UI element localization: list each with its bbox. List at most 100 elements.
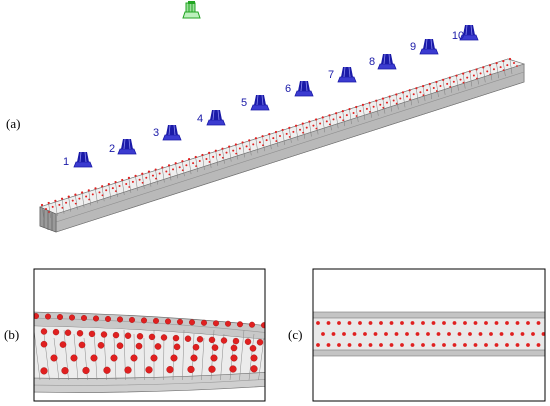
panel-b-tracking-points xyxy=(34,313,265,375)
tracking-point xyxy=(368,321,373,325)
tracking-point xyxy=(499,332,504,336)
panel-label-b: (b) xyxy=(4,327,19,342)
tracking-point xyxy=(168,173,171,176)
blue-camera-icon xyxy=(419,38,439,55)
support-line xyxy=(81,193,85,208)
tracking-point xyxy=(101,194,104,197)
tracking-point xyxy=(261,322,265,329)
tracking-point xyxy=(234,143,237,146)
tracking-point xyxy=(401,91,405,94)
tracking-point xyxy=(302,131,304,134)
tracking-point xyxy=(452,80,455,83)
support-line xyxy=(55,201,58,216)
tracking-point xyxy=(130,354,138,362)
panel-c: (c) xyxy=(288,268,546,402)
tracking-point xyxy=(457,332,462,336)
tracking-point xyxy=(141,172,144,175)
tracking-point xyxy=(181,160,184,163)
support-line xyxy=(389,97,392,112)
tracking-points xyxy=(40,57,518,213)
tracking-point xyxy=(373,332,378,336)
camera-10: 10 xyxy=(452,24,479,42)
tracking-point xyxy=(452,343,457,347)
tracking-point xyxy=(145,366,153,374)
tracking-point xyxy=(249,345,257,352)
support-line xyxy=(462,74,466,89)
tracking-point xyxy=(502,59,505,63)
tracking-point xyxy=(415,332,420,336)
tracking-point xyxy=(495,62,498,65)
tracking-point xyxy=(463,321,467,325)
tracking-point xyxy=(410,321,415,325)
tracking-point xyxy=(389,343,394,347)
support-line xyxy=(295,126,299,141)
tracking-point xyxy=(76,330,84,337)
tracking-point xyxy=(172,168,175,171)
tracking-point xyxy=(150,354,158,362)
tracking-point xyxy=(382,106,385,109)
tracking-point xyxy=(236,321,243,328)
tracking-point xyxy=(248,321,255,328)
tracking-point xyxy=(218,153,221,156)
tracking-point xyxy=(513,62,515,64)
tracking-point xyxy=(375,99,378,102)
tracking-point xyxy=(87,189,90,192)
panel-b: (b) xyxy=(4,268,266,402)
support-line xyxy=(48,203,51,218)
support-line xyxy=(496,64,499,79)
tracking-point xyxy=(136,333,144,340)
tracking-point xyxy=(510,332,514,336)
support-line xyxy=(215,151,219,166)
reference-camera-icon xyxy=(182,1,201,19)
tracking-point xyxy=(368,101,371,104)
tracking-point xyxy=(252,143,255,146)
tracking-point xyxy=(265,139,268,142)
tracking-point xyxy=(262,144,264,147)
camera-1: 1 xyxy=(63,151,93,168)
tracking-point xyxy=(432,87,435,90)
tracking-point xyxy=(448,76,451,79)
tracking-point xyxy=(174,162,177,165)
tracking-point xyxy=(305,126,308,129)
tracking-point xyxy=(114,190,117,193)
panel-c-zoom-view xyxy=(313,311,545,357)
tracking-point xyxy=(82,366,90,375)
tracking-point xyxy=(170,354,178,362)
tracking-point xyxy=(81,191,84,194)
tracking-point xyxy=(88,330,96,338)
tracking-point xyxy=(65,201,68,204)
tracking-point xyxy=(345,114,348,117)
support-line xyxy=(362,105,366,120)
tracking-point xyxy=(379,103,382,106)
tracking-point xyxy=(526,343,530,347)
tracking-point xyxy=(48,211,50,213)
tracking-point xyxy=(164,318,171,325)
tracking-point xyxy=(238,147,241,150)
tracking-point xyxy=(90,354,98,362)
tracking-point xyxy=(285,132,288,135)
tracking-point xyxy=(94,187,97,190)
tracking-point xyxy=(520,332,525,336)
tracking-point xyxy=(508,57,512,61)
support-line xyxy=(349,110,352,125)
tracking-point xyxy=(154,168,157,171)
tracking-point xyxy=(200,319,207,326)
tracking-point xyxy=(288,136,291,138)
tracking-point xyxy=(59,341,67,348)
tracking-point xyxy=(347,343,352,347)
support-line xyxy=(201,337,205,381)
camera-9: 9 xyxy=(410,38,439,55)
support-line xyxy=(489,66,493,81)
support-line xyxy=(402,93,406,108)
tracking-point xyxy=(341,110,344,113)
tracking-point xyxy=(232,337,240,345)
panel-c-tracking-points xyxy=(316,321,545,347)
tracking-point xyxy=(34,313,39,320)
camera-label: 6 xyxy=(285,83,291,95)
tracking-point xyxy=(185,164,188,167)
tracking-point xyxy=(515,343,520,347)
tracking-point xyxy=(468,70,471,73)
camera-label: 1 xyxy=(63,156,69,168)
support-line xyxy=(449,78,453,93)
support-line xyxy=(503,62,506,77)
